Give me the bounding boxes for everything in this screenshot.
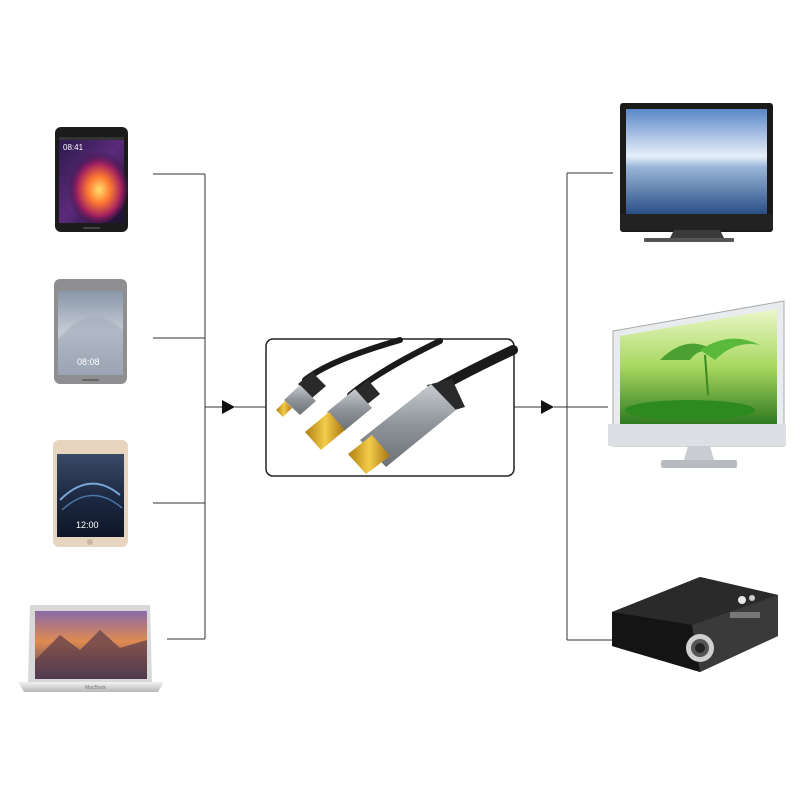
laptop-device: MacBook <box>18 605 164 692</box>
phone-1-device: 08:41 <box>55 127 128 232</box>
arrow-left-icon <box>222 400 235 414</box>
usb-a-connector <box>305 380 380 450</box>
phone-3-time: 12:00 <box>76 520 99 530</box>
phone-3-device: 12:00 <box>53 440 128 547</box>
television-device <box>620 103 773 242</box>
source-bus-lines <box>153 173 222 640</box>
target-bus-lines <box>554 172 613 641</box>
phone-1-time: 08:41 <box>63 143 84 152</box>
laptop-brand: MacBook <box>85 685 106 691</box>
desktop-monitor-device <box>608 300 786 468</box>
hdmi-connector <box>348 379 465 474</box>
projector-device <box>612 577 778 672</box>
phone-2-time: 08:08 <box>77 357 100 367</box>
cable-adapter <box>265 337 518 477</box>
phone-2-device: 08:08 <box>54 279 127 384</box>
type-c-connector <box>276 372 326 417</box>
arrow-right-icon <box>541 400 554 414</box>
